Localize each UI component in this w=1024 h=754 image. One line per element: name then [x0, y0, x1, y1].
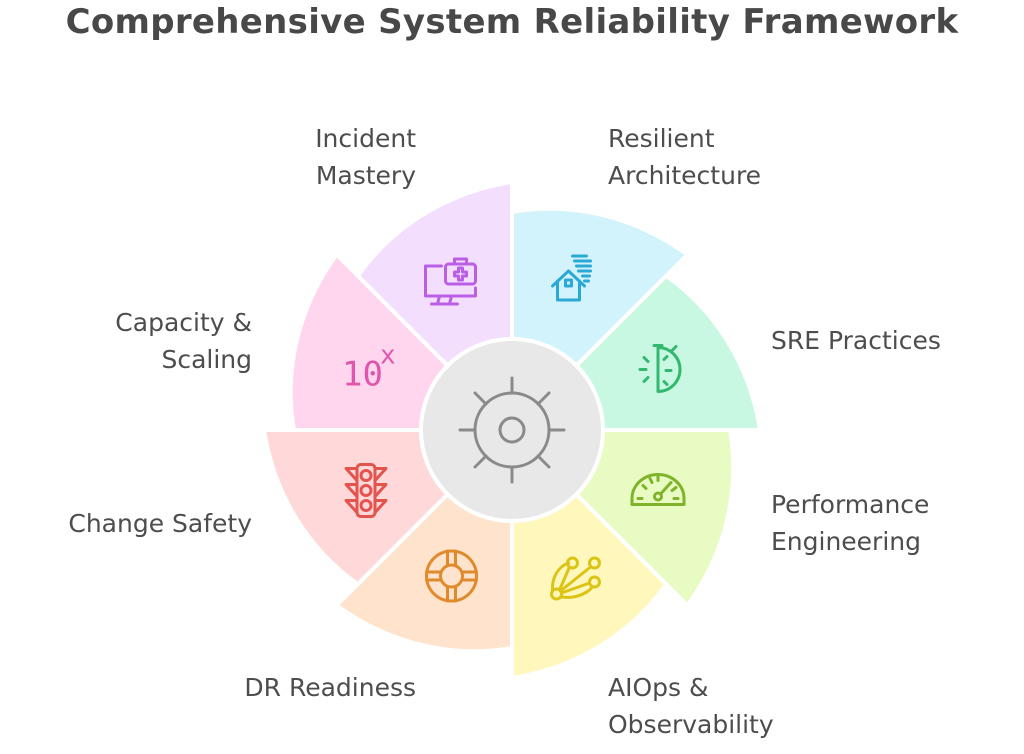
label-line: Mastery: [315, 161, 416, 190]
ten-x-icon: 10 x: [342, 341, 396, 395]
stopwatch-icon: [638, 344, 682, 393]
label-line: AIOps &: [608, 673, 709, 702]
label-dr-readiness: DR Readiness: [244, 669, 416, 706]
label-line: DR Readiness: [244, 673, 416, 702]
label-line: Observability: [608, 710, 774, 739]
network-nodes-icon: [550, 556, 601, 601]
hub-circle: [419, 337, 605, 523]
center-hub: [419, 337, 605, 523]
label-aiops-observability: AIOps & Observability: [608, 669, 774, 743]
label-line: SRE Practices: [771, 326, 941, 355]
label-resilient-architecture: Resilient Architecture: [608, 120, 761, 194]
label-line: Scaling: [161, 345, 252, 374]
gear-sun-icon: [458, 376, 566, 484]
label-line: Performance: [771, 490, 930, 519]
label-capacity-scaling: Capacity & Scaling: [115, 304, 252, 378]
label-line: Change Safety: [68, 509, 252, 538]
speedometer-icon: [630, 473, 686, 506]
ten-text: 10: [342, 355, 383, 395]
label-line: Engineering: [771, 527, 921, 556]
monitor-medkit-icon: [424, 257, 477, 306]
ten-sup: x: [380, 341, 396, 371]
house-storm-icon: [551, 254, 592, 302]
label-line: Incident: [315, 124, 416, 153]
label-sre-practices: SRE Practices: [771, 322, 941, 359]
traffic-light-icon: [344, 463, 388, 518]
label-line: Architecture: [608, 161, 762, 190]
lifebuoy-icon: [425, 549, 478, 603]
label-line: Capacity &: [115, 308, 252, 337]
page-title: Comprehensive System Reliability Framewo…: [65, 2, 959, 42]
label-performance-engineering: Performance Engineering: [771, 486, 929, 560]
label-line: Resilient: [608, 124, 715, 153]
label-change-safety: Change Safety: [68, 505, 252, 542]
label-incident-mastery: Incident Mastery: [315, 120, 416, 194]
